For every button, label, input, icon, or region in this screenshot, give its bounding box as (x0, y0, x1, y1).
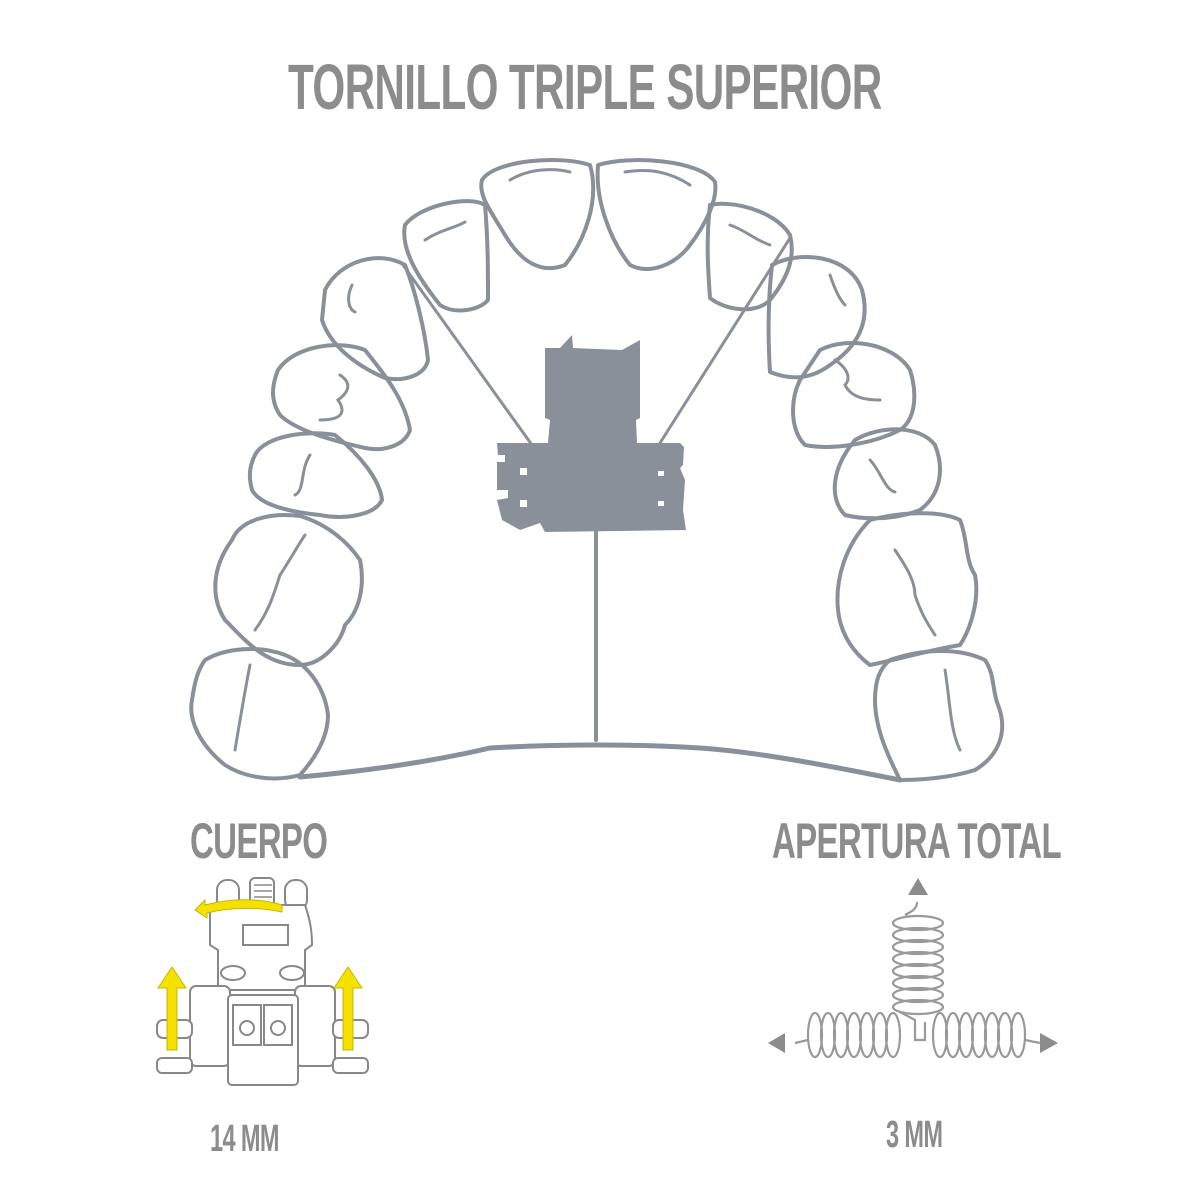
tooth-incisor-right (595, 158, 718, 271)
arrow-up-icon (908, 878, 928, 895)
tooth-lateral-left (402, 199, 490, 313)
tooth-premolar2-right (832, 427, 942, 521)
wire-right (658, 236, 792, 445)
tooth-molar2-right (873, 649, 1005, 782)
up-arrow-left-icon (157, 966, 187, 1051)
tooth-premolar2-left (247, 431, 384, 519)
page-title: TORNILLO TRIPLE SUPERIOR (288, 51, 882, 123)
palate-line (297, 742, 903, 783)
body-measurement: 14 MM (210, 1118, 280, 1160)
tooth-molar1-right (835, 511, 979, 667)
arrow-left-icon (768, 1033, 785, 1053)
arrow-right-icon (1040, 1033, 1058, 1053)
expansion-screw-icon (497, 335, 686, 532)
tooth-incisor-left (479, 158, 596, 271)
up-arrow-right-icon (333, 966, 363, 1051)
body-section-label: CUERPO (190, 813, 328, 869)
tooth-molar1-left (213, 513, 364, 667)
tooth-canine-left (320, 256, 430, 381)
tooth-molar2-left (189, 646, 330, 781)
tooth-canine-right (766, 255, 867, 380)
total-opening-section-label: APERTURA TOTAL (772, 813, 1062, 869)
wire-left (401, 263, 534, 447)
total-opening-measurement: 3 MM (886, 1114, 943, 1156)
rotate-arrow-icon (194, 898, 283, 919)
tooth-premolar1-left (271, 343, 412, 451)
